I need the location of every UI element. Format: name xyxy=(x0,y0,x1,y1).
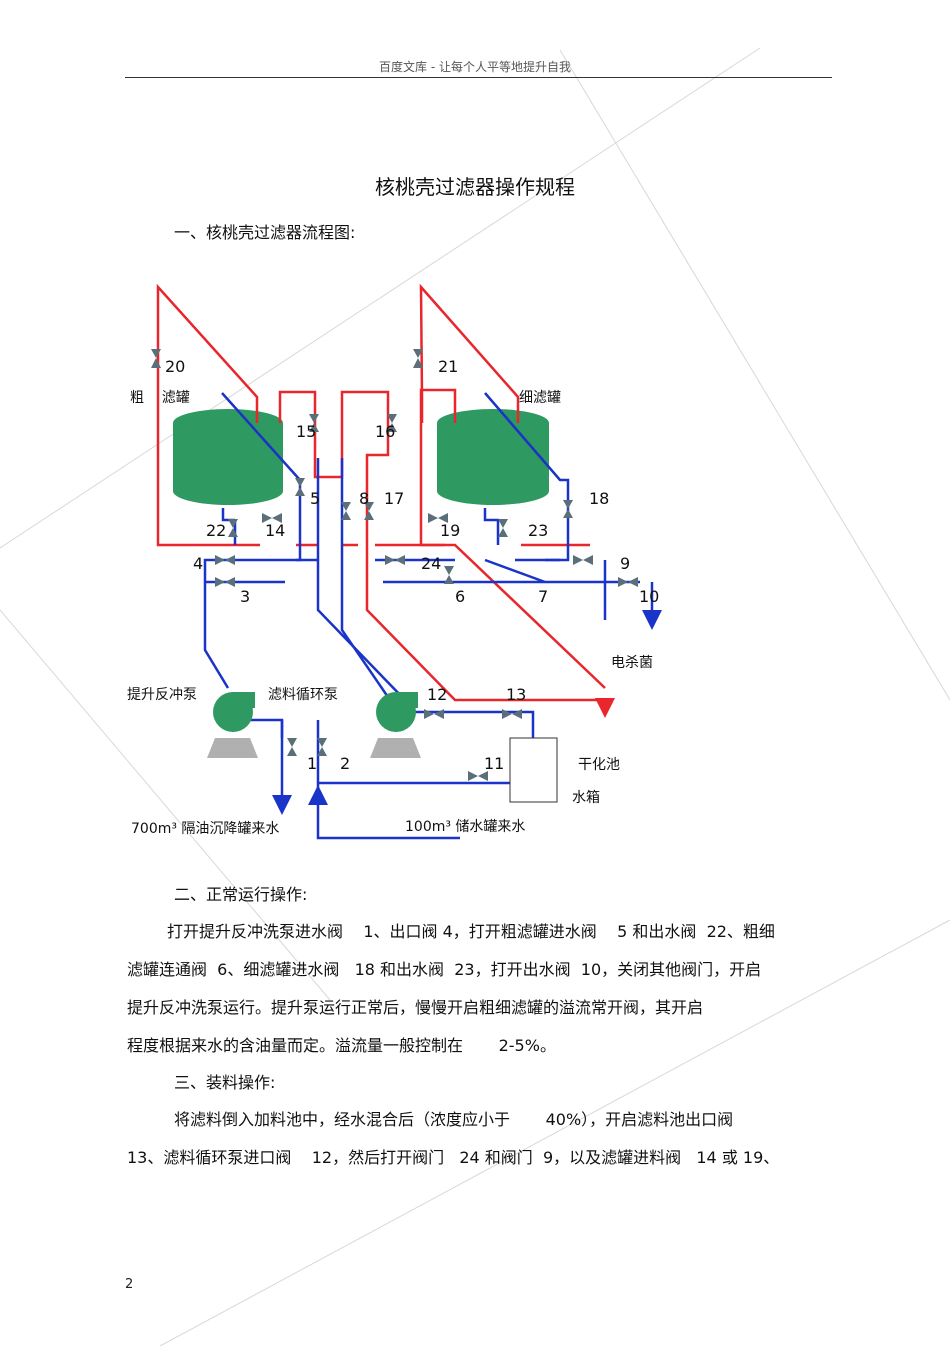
valve-label-21: 21 xyxy=(438,357,458,376)
section-2-line-1: 打开提升反冲洗泵进水阀 1、出口阀 4，打开粗滤罐进水阀 5 和出水阀 22、粗… xyxy=(167,922,775,941)
page-header: 百度文库 - 让每个人平等地提升自我 xyxy=(379,60,571,74)
water-tank-label: 水箱 xyxy=(572,790,600,806)
valve-label-17: 17 xyxy=(384,489,404,508)
valve-label-4: 4 xyxy=(193,554,203,573)
blue-pipelines xyxy=(203,392,662,840)
valve-label-6: 6 xyxy=(455,587,465,606)
valve-label-1: 1 xyxy=(307,754,317,773)
valve-label-23: 23 xyxy=(528,521,548,540)
valve-label-9: 9 xyxy=(620,554,630,573)
valve-label-24: 24 xyxy=(421,554,441,573)
water-tank-box xyxy=(509,737,558,803)
valve-label-22: 22 xyxy=(206,521,226,540)
valve-label-15: 15 xyxy=(296,422,316,441)
valve-label-10: 10 xyxy=(639,587,659,606)
document-title: 核桃壳过滤器操作规程 xyxy=(375,175,575,199)
header-rule xyxy=(125,77,832,78)
inlet-100-label: 100m³ 储水罐来水 xyxy=(405,819,525,835)
page-number: 2 xyxy=(125,1277,134,1292)
section-2-heading: 二、正常运行操作: xyxy=(174,885,308,904)
valve-label-11: 11 xyxy=(484,754,504,773)
section-2-line-2: 滤罐连通阀 6、细滤罐进水阀 18 和出水阀 23，打开出水阀 10，关闭其他阀… xyxy=(127,960,762,979)
valve-label-16: 16 xyxy=(375,422,395,441)
backwash-pump-label: 提升反冲泵 xyxy=(127,687,197,703)
valve-label-8: 8 xyxy=(359,489,369,508)
red-pipelines xyxy=(156,283,615,718)
valve-icons xyxy=(151,349,638,781)
section-3-line-1: 将滤料倒入加料池中，经水混合后（浓度应小于 40%），开启滤料池出口阀 xyxy=(174,1110,734,1129)
valve-label-5: 5 xyxy=(310,489,320,508)
coarse-tank-label: 粗 滤罐 xyxy=(130,390,190,406)
valve-label-3: 3 xyxy=(240,587,250,606)
fine-filter-tank xyxy=(437,409,549,505)
section-3-line-2: 13、滤料循环泵进口阀 12，然后打开阀门 24 和阀门 9，以及滤罐进料阀 1… xyxy=(127,1148,780,1167)
section-2-line-4: 程度根据来水的含油量而定。溢流量一般控制在 2-5%。 xyxy=(127,1036,556,1055)
circulation-pump-label: 滤料循环泵 xyxy=(268,687,338,703)
valve-label-19: 19 xyxy=(440,521,460,540)
valve-label-13: 13 xyxy=(506,685,526,704)
drying-pool-label: 干化池 xyxy=(578,757,620,773)
valve-number-labels: 1 2 3 4 5 6 7 8 9 10 11 12 13 14 15 16 1… xyxy=(165,357,659,773)
backwash-pump xyxy=(207,692,258,758)
valve-label-7: 7 xyxy=(538,587,548,606)
valve-label-20: 20 xyxy=(165,357,185,376)
valve-label-18: 18 xyxy=(589,489,609,508)
valve-label-2: 2 xyxy=(340,754,350,773)
fine-tank-label: 细滤罐 xyxy=(519,390,561,406)
section-3-heading: 三、装料操作: xyxy=(174,1073,276,1092)
section-2-line-3: 提升反冲洗泵运行。提升泵运行正常后，慢慢开启粗细滤罐的溢流常开阀，其开启 xyxy=(127,998,704,1017)
disinfection-label: 电杀菌 xyxy=(611,655,653,671)
coarse-filter-tank xyxy=(173,409,283,505)
filter-media-circulation-pump xyxy=(370,692,421,758)
section-1-heading: 一、核桃壳过滤器流程图: xyxy=(174,223,356,242)
inlet-700-label: 700m³ 隔油沉降罐来水 xyxy=(131,821,279,837)
valve-label-14: 14 xyxy=(265,521,285,540)
valve-label-12: 12 xyxy=(427,685,447,704)
